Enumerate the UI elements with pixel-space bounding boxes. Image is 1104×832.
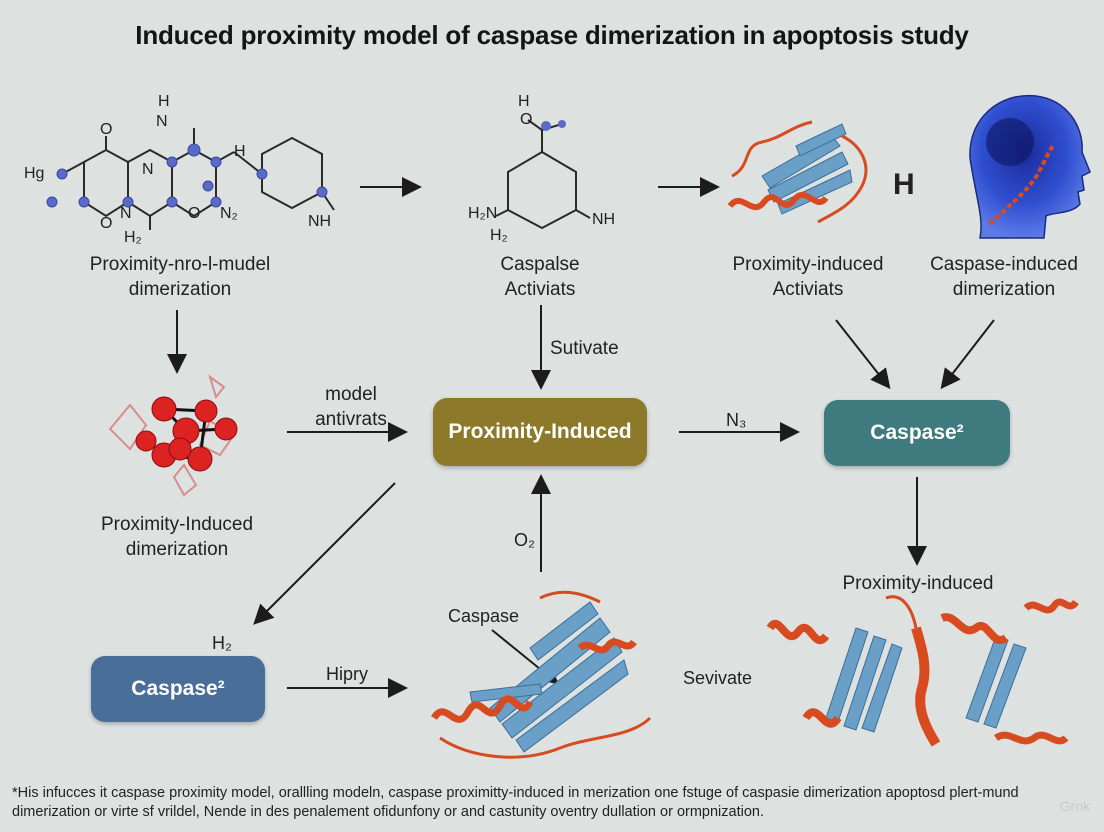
atom-n1: N — [142, 161, 154, 178]
atom-o1: O — [100, 121, 112, 138]
edge-label-n3: N₃ — [726, 410, 747, 430]
atom-o2: O — [100, 215, 112, 232]
arrow-diag-to-left-box — [253, 482, 396, 625]
protein-ribbon-top — [727, 120, 868, 224]
atom-n3: N — [120, 205, 132, 222]
atom-h1: H — [158, 93, 170, 110]
atom-o3: O — [188, 205, 200, 222]
atom-n2: N — [156, 113, 168, 130]
diagram-title: Induced proximity model of caspase dimer… — [135, 20, 969, 50]
footnote: *His infucces it caspase proximity model… — [12, 785, 1019, 820]
atom-o: O — [520, 111, 532, 128]
protein-dimer — [766, 595, 1079, 747]
molecule-1: Hg O N O H N H N N₂ H₂ O NH — [24, 93, 335, 246]
atom-nh: NH — [592, 211, 615, 228]
atom-h2: H — [234, 143, 246, 160]
left-box-caspase: Caspase² — [91, 656, 265, 722]
arrow-n3-diag — [835, 319, 891, 390]
atom-h2n: H₂N — [468, 205, 497, 222]
left-box-top-label: H₂ — [212, 633, 232, 653]
atom-hg: Hg — [24, 165, 44, 182]
atom-h: H — [518, 93, 530, 110]
arrow-n4-diag — [940, 319, 995, 390]
atom-h2: H₂ — [490, 227, 508, 244]
protein-ribbon-bottom — [431, 590, 652, 759]
atom-n2-sub: N₂ — [220, 205, 238, 222]
h-letter: H — [893, 168, 915, 201]
edge-label-model-antivrats: model antivrats — [315, 384, 387, 430]
right-box-caspase: Caspase² — [824, 400, 1010, 466]
atom-h2-sub: H₂ — [124, 229, 142, 246]
head-illustration — [969, 94, 1091, 239]
molecule-2: H O H₂N H₂ NH — [468, 93, 615, 244]
label-red-cluster: Proximity-Induced dimerization — [100, 514, 254, 560]
label-protein-caspase: Caspase — [448, 606, 520, 626]
edge-label-sevivate: Sevivate — [683, 668, 753, 688]
label-n3: Proximity-induced Activiats — [732, 254, 884, 300]
red-atom-cluster — [108, 374, 238, 497]
edge-label-o2: O₂ — [514, 530, 535, 550]
label-n1: Proximity-nro-l-mudel dimerization — [89, 254, 271, 300]
center-box-proximity-induced: Proximity-Induced — [433, 398, 647, 466]
watermark: Grok — [1059, 798, 1090, 814]
edge-label-sutivate: Sutivate — [550, 338, 619, 359]
label-right-lower: Proximity-induced — [842, 573, 994, 594]
label-n4: Caspase-induced dimerization — [930, 254, 1078, 300]
label-n2: Caspalse Activiats — [500, 254, 580, 300]
edge-label-hipry: Hipry — [326, 664, 369, 684]
atom-nh: NH — [308, 213, 331, 230]
